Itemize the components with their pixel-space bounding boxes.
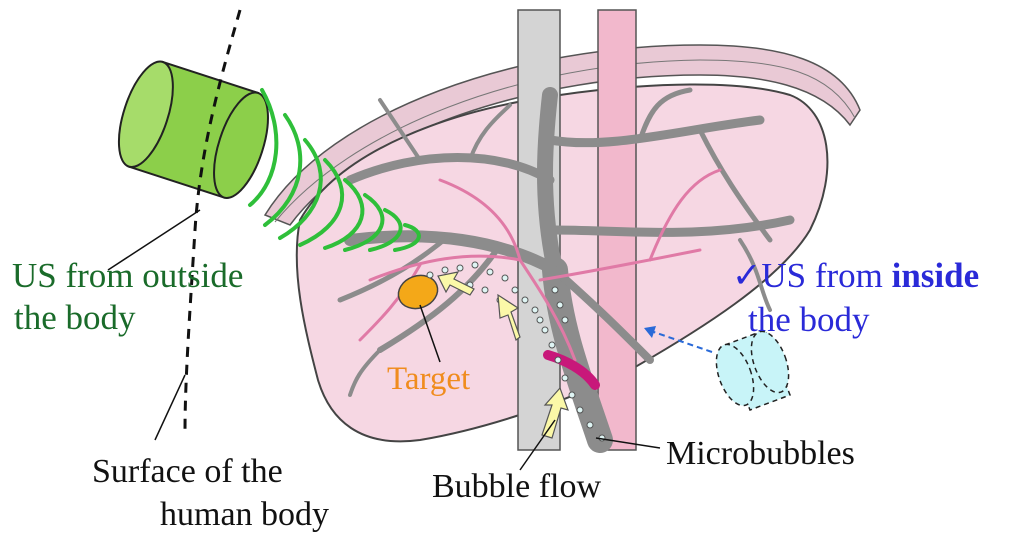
target-label: Target [387,363,470,396]
inside-transducer [709,326,796,410]
us-outside-line1: US from outside [12,256,243,295]
us-inside-prefix: ✓US from [732,256,892,295]
us-inside-label: ✓US from inside [732,258,979,293]
us-inside-word: inside [892,256,980,295]
bubble-flow-label: Bubble flow [432,470,601,504]
surface-leader [155,375,185,440]
surface-label-line2: human body [160,498,329,532]
us-outside-label: US from outside [12,258,243,293]
outside-transducer [108,55,279,204]
us-outside-label-line2: the body [14,300,136,335]
surface-label: Surface of the [92,455,283,489]
microbubbles-label: Microbubbles [666,437,855,471]
us-inside-label-line2: the body [748,302,870,337]
